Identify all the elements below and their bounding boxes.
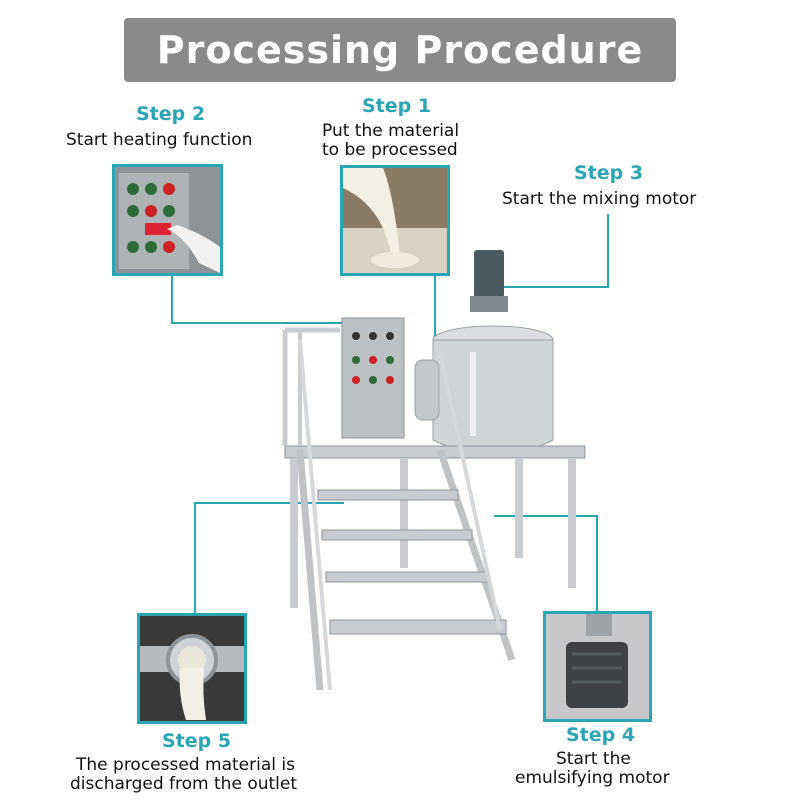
- step2-photo: [112, 164, 223, 276]
- step3-title: Step 3: [574, 162, 644, 184]
- connector-step1: [434, 274, 436, 340]
- page-title: Processing Procedure: [124, 18, 676, 82]
- step1-desc-line2: to be processed: [322, 140, 458, 160]
- connector-step3: [495, 286, 609, 288]
- step3-desc: Start the mixing motor: [502, 189, 697, 209]
- step2-title: Step 2: [136, 103, 206, 125]
- step4-title: Step 4: [566, 724, 636, 746]
- pouring-material-illustration: [343, 168, 447, 273]
- connector-step3: [607, 214, 609, 288]
- outlet-valve-illustration: [140, 616, 244, 721]
- connector-step2: [171, 322, 376, 324]
- control-panel-illustration: [115, 167, 220, 273]
- step4-desc-line1: Start the: [556, 749, 631, 769]
- connector-step5: [194, 502, 196, 615]
- emulsifying-motor-illustration: [546, 614, 649, 719]
- step5-photo: [137, 613, 247, 724]
- connector-step4: [596, 515, 598, 613]
- connector-step2: [171, 274, 173, 324]
- step1-title: Step 1: [362, 95, 432, 117]
- step5-desc-line2: discharged from the outlet: [70, 774, 298, 794]
- step5-title: Step 5: [162, 730, 232, 752]
- step2-desc: Start heating function: [66, 130, 253, 150]
- step5-desc-line1: The processed material is: [76, 755, 295, 775]
- connector-step5: [194, 502, 344, 504]
- step1-desc-line1: Put the material: [322, 121, 460, 141]
- connector-step4: [494, 515, 598, 517]
- step4-desc-line2: emulsifying motor: [515, 768, 670, 788]
- step4-photo: [543, 611, 652, 722]
- step1-photo: [340, 165, 450, 276]
